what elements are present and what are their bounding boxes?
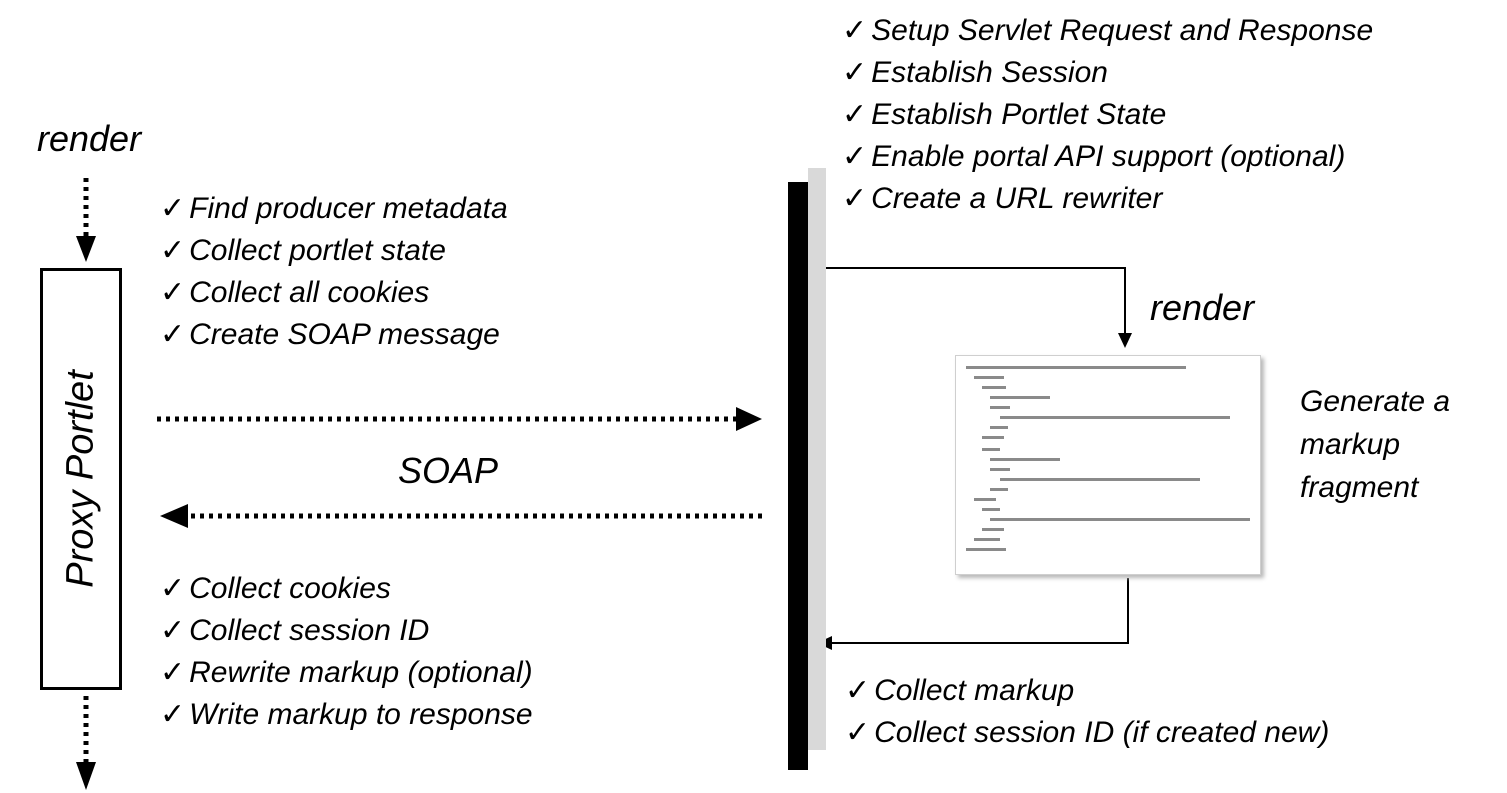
request-steps-list: ✓Find producer metadata ✓Collect portlet… bbox=[160, 188, 508, 356]
response-step: ✓Collect cookies bbox=[160, 572, 391, 605]
check-icon: ✓ bbox=[842, 182, 868, 215]
setup-step: ✓Establish Session bbox=[842, 56, 1108, 89]
server-bar-shadow bbox=[808, 168, 826, 750]
check-icon: ✓ bbox=[160, 234, 186, 267]
response-step: ✓Collect session ID bbox=[160, 614, 430, 647]
soap-request-arrowhead bbox=[736, 407, 762, 431]
check-icon: ✓ bbox=[842, 14, 868, 47]
check-icon: ✓ bbox=[160, 572, 186, 605]
request-step: ✓Create SOAP message bbox=[160, 318, 500, 351]
response-step: ✓Rewrite markup (optional) bbox=[160, 656, 533, 689]
collect-step: ✓Collect markup bbox=[845, 674, 1075, 707]
request-step: ✓Collect all cookies bbox=[160, 276, 430, 309]
check-icon: ✓ bbox=[160, 276, 186, 309]
producer-server-bar bbox=[788, 182, 808, 770]
producer-setup-list: ✓Setup Servlet Request and Response ✓Est… bbox=[842, 10, 1373, 220]
render-out-arrowhead bbox=[76, 762, 96, 790]
setup-step: ✓Establish Portlet State bbox=[842, 98, 1167, 131]
check-icon: ✓ bbox=[845, 716, 871, 749]
check-icon: ✓ bbox=[160, 318, 186, 351]
return-connector bbox=[830, 578, 1129, 644]
check-icon: ✓ bbox=[842, 140, 868, 173]
producer-collect-list: ✓Collect markup ✓Collect session ID (if … bbox=[845, 670, 1329, 754]
render-in-arrowhead bbox=[76, 236, 96, 262]
check-icon: ✓ bbox=[160, 698, 186, 731]
setup-step: ✓Enable portal API support (optional) bbox=[842, 140, 1346, 173]
generate-markup-label: Generate a markup fragment bbox=[1300, 385, 1451, 504]
render-connector-arrowhead bbox=[1118, 333, 1132, 348]
soap-response-arrowhead bbox=[160, 504, 188, 528]
setup-step: ✓Create a URL rewriter bbox=[842, 182, 1163, 215]
render-label: render bbox=[37, 118, 142, 159]
check-icon: ✓ bbox=[842, 98, 868, 131]
inner-render-label: render bbox=[1150, 287, 1255, 328]
proxy-portlet-box bbox=[40, 268, 122, 690]
check-icon: ✓ bbox=[160, 656, 186, 689]
response-step: ✓Write markup to response bbox=[160, 698, 533, 731]
proxy-portlet-label: Proxy Portlet bbox=[59, 370, 102, 588]
check-icon: ✓ bbox=[842, 56, 868, 89]
request-step: ✓Find producer metadata bbox=[160, 192, 508, 225]
markup-document-thumbnail bbox=[955, 355, 1261, 575]
soap-label: SOAP bbox=[398, 450, 499, 491]
check-icon: ✓ bbox=[845, 674, 871, 707]
render-connector bbox=[826, 267, 1126, 335]
collect-step: ✓Collect session ID (if created new) bbox=[845, 716, 1330, 749]
check-icon: ✓ bbox=[160, 192, 186, 225]
setup-step: ✓Setup Servlet Request and Response bbox=[842, 14, 1374, 47]
request-step: ✓Collect portlet state bbox=[160, 234, 446, 267]
response-steps-list: ✓Collect cookies ✓Collect session ID ✓Re… bbox=[160, 568, 533, 736]
check-icon: ✓ bbox=[160, 614, 186, 647]
